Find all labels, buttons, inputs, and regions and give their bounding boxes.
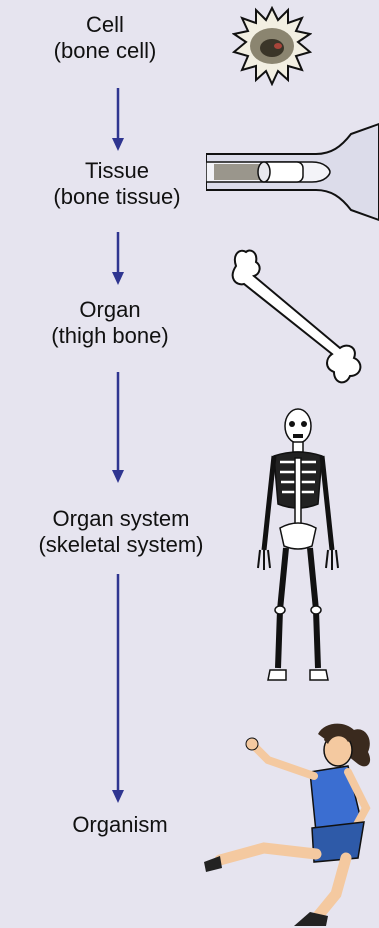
level-cell-label: Cell (bone cell): [40, 12, 170, 64]
arrow-tissue-to-organ: [110, 232, 126, 286]
level-organ-label: Organ (thigh bone): [30, 297, 190, 349]
girl-kicking-icon: [198, 716, 379, 928]
level-organism-label: Organism: [40, 812, 200, 838]
level-name: Cell: [40, 12, 170, 38]
level-example: (bone cell): [40, 38, 170, 64]
arrow-cell-to-tissue: [110, 88, 126, 152]
level-organ-system-label: Organ system (skeletal system): [12, 506, 230, 558]
level-tissue-label: Tissue (bone tissue): [22, 158, 212, 210]
bone-cell-icon: [232, 6, 312, 86]
level-name: Organ: [30, 297, 190, 323]
level-name: Tissue: [22, 158, 212, 184]
level-name: Organ system: [12, 506, 230, 532]
arrow-organ-to-system: [110, 372, 126, 484]
bone-tissue-icon: [206, 122, 379, 222]
level-example: (bone tissue): [22, 184, 212, 210]
level-example: (thigh bone): [30, 323, 190, 349]
skeleton-icon: [246, 400, 350, 690]
level-example: (skeletal system): [12, 532, 230, 558]
thigh-bone-icon: [218, 244, 368, 390]
level-name: Organism: [40, 812, 200, 838]
arrow-system-to-organism: [110, 574, 126, 804]
